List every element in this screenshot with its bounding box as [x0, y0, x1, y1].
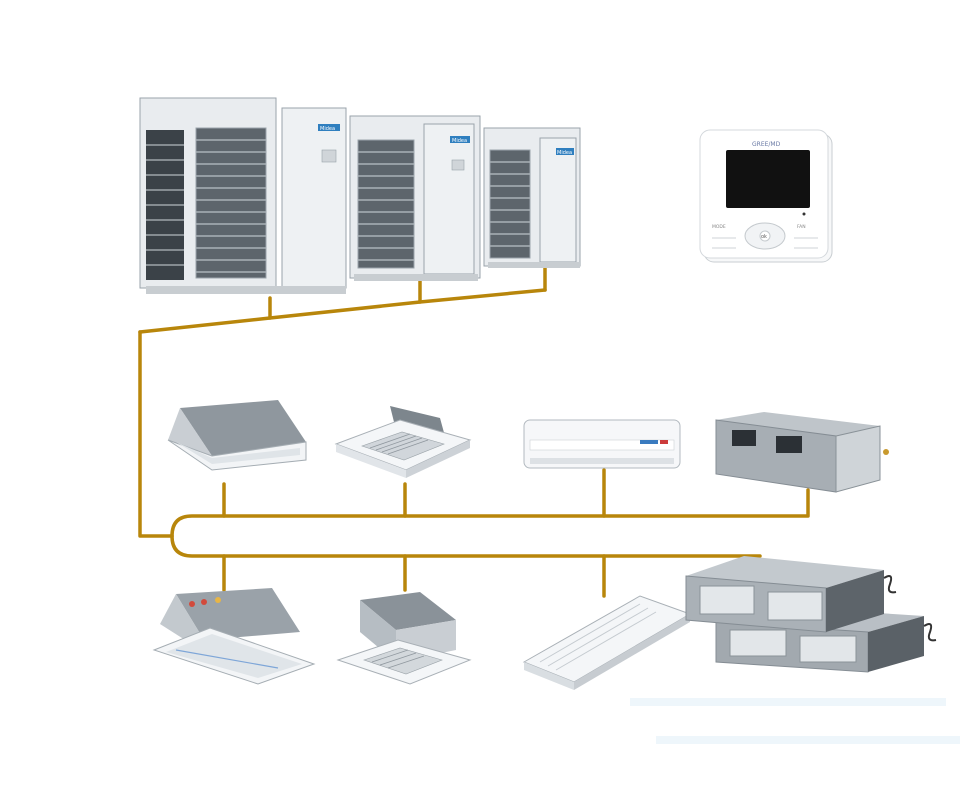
ceiling-concealed-unit-icon [167, 400, 307, 471]
outdoor-unit-module: Midea [139, 97, 347, 294]
outdoor-unit-logo: Midea [557, 150, 572, 156]
outdoor-unit-logo: Midea [320, 126, 335, 132]
controller-ok-button: ok [761, 234, 767, 240]
one-way-cassette-icon [152, 588, 316, 685]
outdoor-unit-bank: Midea Midea [139, 97, 581, 294]
refrigerant-piping [138, 266, 810, 598]
trunk-pipe [138, 330, 174, 538]
controller-indicator-led [802, 212, 806, 216]
ceiling-floor-unit-icon [522, 595, 692, 690]
outdoor-unit-module: Midea [483, 127, 581, 268]
controller-brand: GREE/MD [752, 141, 781, 148]
controller-fan-label: FAN [797, 224, 806, 230]
compact-cassette-icon [336, 592, 472, 685]
wired-controller: GREE/MD ok MODE FAN [699, 129, 833, 263]
controller-screen [726, 150, 810, 208]
main-header-pipe [138, 288, 547, 334]
ducted-unit-icon [715, 412, 889, 493]
wall-mounted-unit-icon [523, 419, 681, 469]
stacked-duct-units-icon [685, 556, 937, 673]
four-way-cassette-icon [334, 406, 472, 478]
controller-mode-label: MODE [712, 224, 726, 230]
outdoor-unit-module: Midea [349, 115, 481, 281]
controller-keypad: ok MODE FAN [712, 222, 818, 250]
upper-branch-pipe [170, 488, 810, 538]
outdoor-unit-logo: Midea [452, 138, 467, 144]
faded-bar [656, 736, 960, 744]
faded-bar [630, 698, 946, 706]
lower-branch-pipe [170, 534, 762, 558]
